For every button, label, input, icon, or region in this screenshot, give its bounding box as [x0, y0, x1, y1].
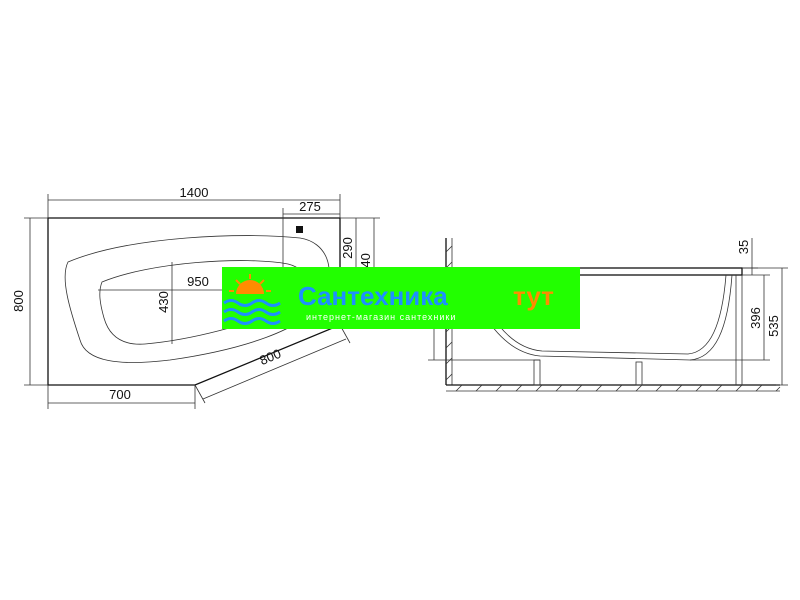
dim-inner-width: 430	[156, 291, 171, 313]
dim-depth-to-rim: 396	[748, 307, 763, 329]
dim-overflow-width: 290	[340, 237, 355, 259]
watermark-background	[222, 267, 580, 329]
waves-logo-icon	[223, 299, 281, 325]
watermark: Сантехника тут интернет-магазин сантехни…	[222, 267, 580, 329]
dim-rim-thickness: 35	[736, 240, 751, 254]
top-view-outline	[47, 217, 341, 386]
sun-logo-icon	[229, 274, 271, 294]
dim-total-height: 535	[766, 315, 781, 337]
dim-total-width: 800	[11, 290, 26, 312]
leg-left	[533, 359, 541, 386]
leg-right	[635, 361, 643, 386]
dim-inner-length: 950	[187, 274, 209, 289]
watermark-title-part1: Сантехника	[298, 281, 448, 311]
dim-bottom-length: 700	[109, 387, 131, 402]
dim-overall-length: 1400	[180, 185, 209, 200]
overflow-marker	[296, 226, 303, 233]
dim-overflow-offset: 275	[299, 199, 321, 214]
watermark-title-part2: тут	[513, 281, 554, 311]
watermark-subtitle: интернет-магазин сантехники	[306, 312, 456, 322]
dim-diagonal-length: 800	[257, 346, 283, 368]
floor-hatching	[455, 384, 781, 392]
